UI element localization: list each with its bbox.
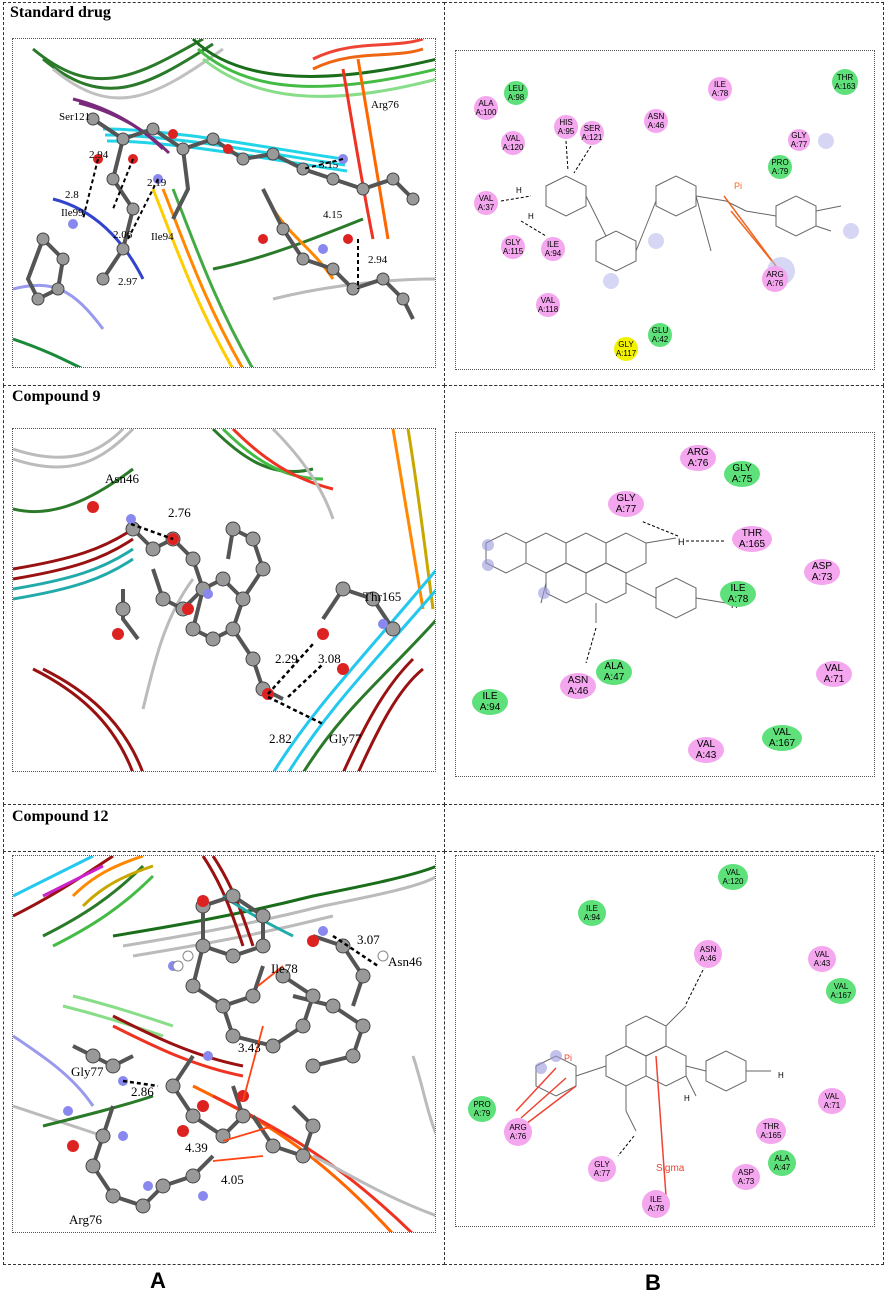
std-2d-pi-text: Pi — [734, 181, 742, 191]
label-c12-dist-3-07: 3.07 — [357, 932, 380, 947]
label-c12-arg76: Arg76 — [69, 1212, 102, 1227]
label-c12-dist-2-86: 2.86 — [131, 1084, 154, 1099]
label-c9-dist-3-08: 3.08 — [318, 651, 341, 666]
label-c12-dist-4-39: 4.39 — [185, 1140, 208, 1155]
label-c9-dist-2-29: 2.29 — [275, 651, 298, 666]
label-dist-2-94-b: 2.94 — [368, 254, 388, 266]
label-c9-asn46: Asn46 — [105, 471, 139, 486]
c12-2d-h2-text: H — [778, 1071, 784, 1080]
label-c12-dist-3-43: 3.43 — [238, 1040, 261, 1055]
label-dist-2-94-a: 2.94 — [89, 149, 109, 161]
label-c12-gly77: Gly77 — [71, 1064, 104, 1079]
label-dist-2-19: 2.19 — [147, 177, 167, 189]
std-2d-h2-text: H — [528, 212, 534, 221]
label-c9-gly77: Gly77 — [329, 731, 362, 746]
standard-drug-3d-view: Ser121 Arg76 2.94 2.8 2.19 2.06 2.97 Ile… — [12, 38, 436, 368]
grid-frame-bottom-right — [444, 851, 884, 1265]
c12-2d-sigma-text: Sigma — [656, 1163, 685, 1174]
std-2d-h1-text: H — [516, 186, 522, 195]
label-arg76: Arg76 — [371, 99, 399, 111]
row-title-compound-9: Compound 9 — [12, 388, 101, 405]
label-dist-2-97: 2.97 — [118, 276, 138, 288]
compound9-3d-scene — [13, 429, 435, 771]
label-dist-3-15: 3.15 — [319, 159, 339, 171]
compound12-2d-scene: Pi Sigma H H — [515, 967, 784, 1197]
grid-frame-bottom-title-right — [444, 804, 884, 852]
row-title-standard-drug: Standard drug — [10, 4, 111, 21]
label-ile94: Ile94 — [151, 231, 174, 243]
label-c9-dist-2-76: 2.76 — [168, 505, 191, 520]
label-dist-2-06: 2.06 — [113, 229, 133, 241]
standard-drug-3d-scene — [13, 39, 435, 367]
label-ser121: Ser121 — [59, 111, 91, 123]
compound12-3d-scene — [13, 856, 435, 1232]
label-ile99: Ile99 — [61, 207, 84, 219]
c9-2d-h1-text: H — [678, 537, 685, 547]
label-c9-thr165: Thr165 — [363, 589, 402, 604]
label-dist-2-8: 2.8 — [65, 189, 79, 201]
c12-2d-pi-text: Pi — [564, 1053, 572, 1063]
compound9-2d-scene: H H — [482, 520, 738, 664]
label-c12-dist-4-05: 4.05 — [221, 1172, 244, 1187]
compound9-3d-view: Asn46 2.76 Thr165 2.29 3.08 2.82 Gly77 — [12, 428, 436, 772]
label-dist-4-15: 4.15 — [323, 209, 343, 221]
compound12-3d-view: 3.07 Asn46 Ile78 3.43 Gly77 2.86 4.39 4.… — [12, 855, 436, 1233]
c12-2d-h1-text: H — [684, 1094, 690, 1103]
label-c9-dist-2-82: 2.82 — [269, 731, 292, 746]
column-label-a: A — [150, 1268, 166, 1293]
label-c12-ile78: Ile78 — [271, 961, 298, 976]
row-title-compound-12: Compound 12 — [12, 808, 109, 825]
label-c12-asn46: Asn46 — [388, 954, 422, 969]
column-label-b: B — [645, 1270, 661, 1295]
